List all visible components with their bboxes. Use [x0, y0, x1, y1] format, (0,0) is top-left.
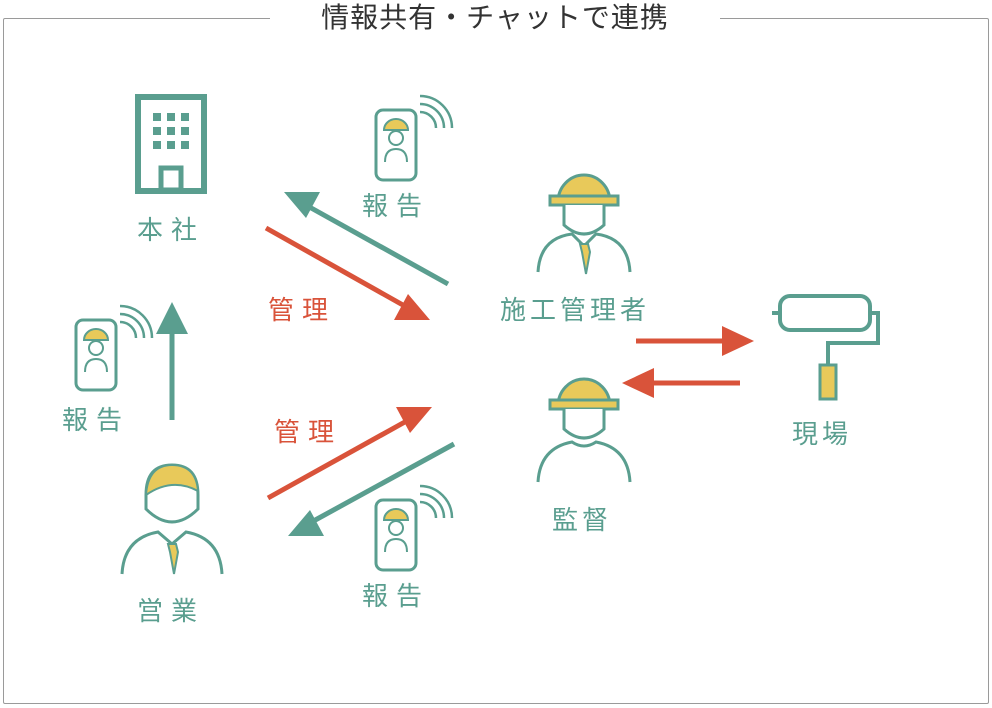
supervisor-icon — [536, 377, 632, 483]
report-arrow-up — [156, 302, 188, 420]
edge-report-label: 報告 — [62, 406, 131, 436]
node-sales-label: 営業 — [137, 597, 206, 627]
edge-manage-label: 管理 — [268, 296, 337, 326]
construction-manager-icon — [536, 173, 632, 275]
manage-arrow — [266, 407, 432, 501]
report-arrow — [288, 441, 456, 536]
paint-roller-icon — [772, 294, 880, 401]
smartphone-icon — [74, 304, 154, 392]
from-site-arrow — [622, 368, 740, 398]
edge-manage-label: 管理 — [274, 418, 343, 448]
smartphone-icon — [374, 94, 454, 182]
to-site-arrow — [636, 326, 754, 356]
building-icon — [135, 94, 207, 194]
edge-report-label: 報告 — [362, 192, 431, 222]
diagram-title: 情報共有・チャットで連携 — [270, 0, 720, 36]
report-arrow — [284, 192, 450, 287]
edge-report-label: 報告 — [362, 582, 431, 612]
manage-arrow — [264, 225, 430, 320]
node-supervisor-label: 監督 — [552, 506, 613, 536]
smartphone-icon — [374, 484, 454, 572]
node-site-label: 現場 — [792, 420, 853, 450]
node-head-office-label: 本社 — [137, 216, 206, 246]
node-construction-manager-label: 施工管理者 — [500, 296, 651, 326]
salesperson-icon — [120, 463, 224, 575]
